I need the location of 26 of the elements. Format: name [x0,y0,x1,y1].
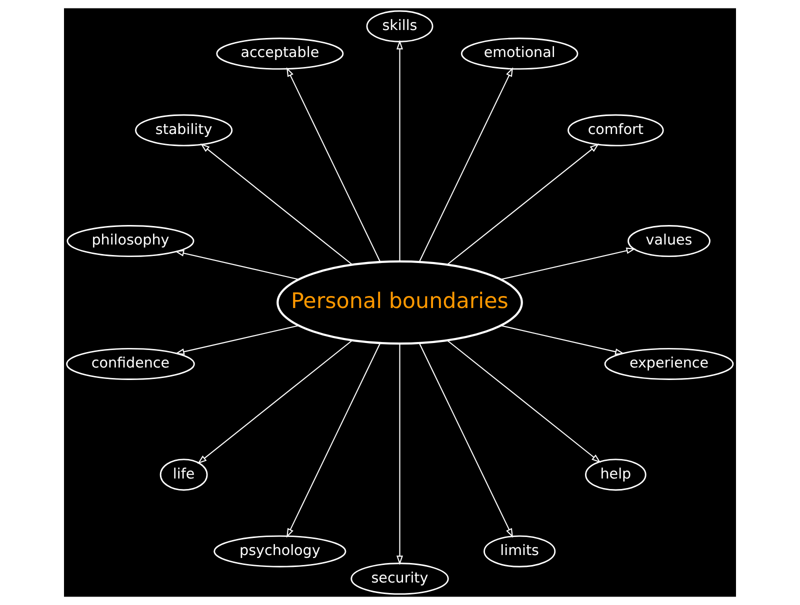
arrow [447,340,601,463]
node-ellipse: values [628,225,710,258]
node-ellipse: limits [484,535,556,568]
arrow [418,67,514,262]
node-ellipse: stability [135,114,233,146]
node-ellipse: acceptable [216,38,344,70]
arrow [396,344,403,565]
arrow [286,342,381,538]
arrow [500,248,636,280]
node-ellipse: comfort [568,114,664,146]
arrow [175,325,299,355]
node-ellipse: emotional [460,38,578,70]
arrow [197,340,352,464]
arrow [396,40,403,262]
node-ellipse: help [585,458,646,491]
arrow [418,342,514,538]
node-ellipse: psychology [214,535,346,568]
arrow [286,67,381,262]
arrow [500,325,624,355]
arrow [174,250,299,280]
arrow [200,144,352,265]
node-ellipse: Personal boundaries [276,260,523,345]
node-ellipse: life [160,458,208,491]
node-ellipse: skills [366,10,434,42]
node-ellipse: security [350,562,449,595]
arrow [447,144,600,265]
